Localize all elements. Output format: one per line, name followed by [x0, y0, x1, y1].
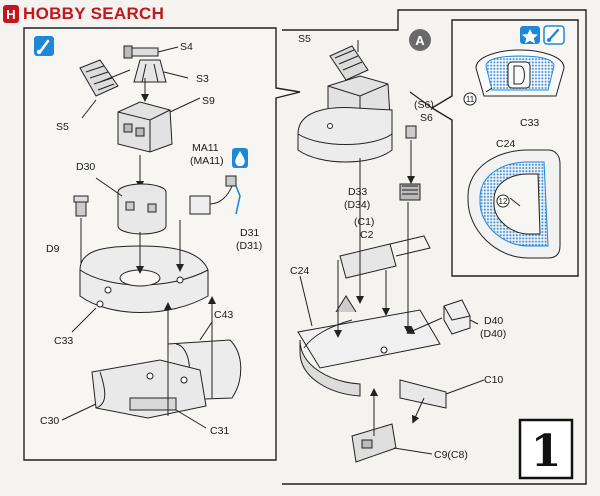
label-s6: S6	[420, 112, 433, 124]
s9-part	[117, 97, 201, 153]
ma11-part	[189, 175, 241, 215]
main-frame	[282, 9, 587, 485]
brush-icon	[34, 36, 54, 56]
label-d33: D33	[348, 186, 367, 198]
label-c24-mid: C24	[290, 265, 309, 277]
label-c31: C31	[210, 425, 229, 437]
glue-drop-icon	[232, 148, 248, 168]
label-d9: D9	[46, 243, 60, 255]
label-d31: D31	[240, 227, 259, 239]
logo-text: HOBBY SEARCH	[23, 4, 165, 23]
label-s4: S4	[180, 41, 193, 53]
label-c24-inset: C24	[496, 138, 515, 150]
label-c9c8: C9(C8)	[434, 449, 468, 461]
assembly-arrows	[299, 40, 485, 455]
c33-base-part	[71, 245, 209, 333]
label-s3: S3	[196, 73, 209, 85]
d30-part	[95, 177, 167, 235]
c30-c31-part	[61, 359, 207, 429]
s4-part	[123, 45, 179, 59]
left-subassembly-panel	[23, 27, 301, 461]
site-logo: H HOBBY SEARCH	[3, 3, 164, 25]
label-c2: C2	[360, 229, 374, 241]
s3-part	[133, 59, 189, 83]
label-d34-alt: (D34)	[344, 199, 370, 211]
svg-text:12: 12	[499, 197, 508, 206]
label-d40: D40	[484, 315, 503, 327]
label-ma11-alt: (MA11)	[190, 155, 224, 167]
label-c33-left: C33	[54, 335, 73, 347]
callout-a-badge: A	[409, 29, 431, 51]
svg-text:11: 11	[466, 95, 475, 104]
label-c30: C30	[40, 415, 59, 427]
label-s9: S9	[202, 95, 215, 107]
label-d30: D30	[76, 161, 95, 173]
inset-panel: 11 12	[409, 19, 579, 277]
label-d31-alt: (D31)	[236, 240, 262, 252]
svg-text:A: A	[415, 33, 425, 48]
label-s6-alt: (S6)	[414, 99, 434, 111]
c33-inset-part	[475, 49, 565, 97]
label-s5-right: S5	[298, 33, 311, 45]
star-icon	[520, 26, 540, 44]
svg-text:1: 1	[531, 426, 562, 477]
label-c1-alt: (C1)	[354, 216, 374, 228]
bridge-assembly	[297, 45, 471, 463]
s5-left-part	[79, 59, 131, 119]
label-d40-alt: (D40)	[480, 328, 506, 340]
step-number-box: 1	[518, 418, 574, 480]
label-c43: C43	[214, 309, 233, 321]
label-s5-left: S5	[56, 121, 69, 133]
label-ma11: MA11	[192, 142, 219, 154]
paint-brush-icon	[543, 25, 565, 45]
marker-12: 12	[496, 194, 510, 208]
label-c10: C10	[484, 374, 503, 386]
logo-mark: H	[3, 5, 19, 23]
c24-inset-part	[467, 149, 561, 259]
label-c33-inset: C33	[520, 117, 539, 129]
marker-11: 11	[463, 92, 477, 106]
